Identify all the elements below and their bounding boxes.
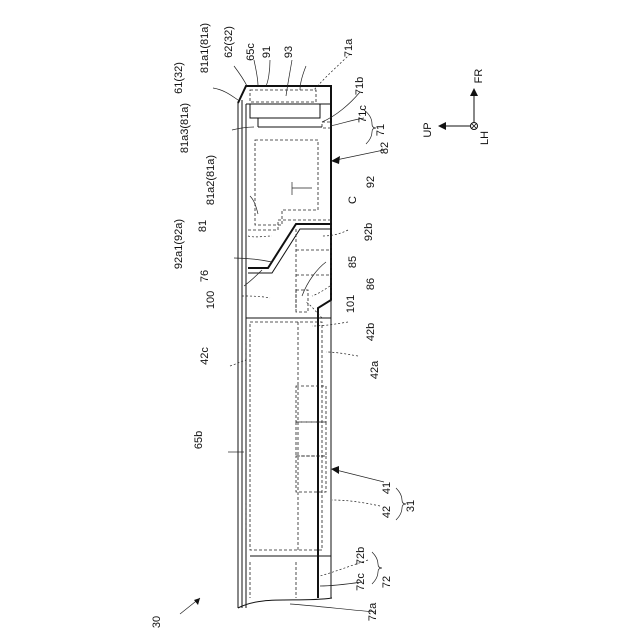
label-81: 81	[197, 220, 209, 232]
axis-label-fr: FR	[473, 69, 485, 84]
label-62-32: 62(32)	[223, 26, 235, 58]
label-92: 92	[365, 176, 377, 188]
label-82: 82	[379, 142, 391, 154]
label-91: 91	[261, 46, 273, 58]
label-81a2: 81a2(81a)	[205, 155, 217, 205]
label-86: 86	[365, 278, 377, 290]
label-30: 30	[151, 616, 163, 628]
reference-labels: 30 61(32) 81a3(81a) 81a1(81a) 62(32) 65c…	[151, 23, 417, 628]
label-61-32: 61(32)	[173, 62, 185, 94]
label-81a1: 81a1(81a)	[199, 23, 211, 73]
label-72b: 72b	[355, 547, 367, 565]
pointer-arrows	[180, 150, 384, 614]
label-71b: 71b	[354, 77, 366, 95]
label-42b: 42b	[365, 323, 377, 341]
label-100: 100	[205, 291, 217, 309]
axis-label-lh: LH	[479, 131, 491, 145]
label-85: 85	[347, 256, 359, 268]
label-72a: 72a	[367, 602, 379, 621]
upper-structures	[248, 90, 331, 312]
label-92b: 92b	[363, 223, 375, 241]
label-42: 42	[381, 506, 393, 518]
label-65b: 65b	[193, 431, 205, 449]
label-41: 41	[381, 482, 393, 494]
label-31: 31	[405, 500, 417, 512]
label-71: 71	[375, 124, 387, 136]
label-65c: 65c	[245, 43, 257, 61]
label-71c: 71c	[357, 105, 369, 123]
label-72c: 72c	[355, 573, 367, 591]
label-101: 101	[345, 295, 357, 313]
label-81a3: 81a3(81a)	[179, 103, 191, 153]
axis-label-up: UP	[422, 122, 434, 137]
label-76: 76	[199, 270, 211, 282]
label-42c: 42c	[199, 347, 211, 365]
label-71a: 71a	[343, 38, 355, 57]
label-c: C	[347, 196, 359, 204]
label-92a1: 92a1(92a)	[173, 219, 185, 269]
label-72: 72	[381, 576, 393, 588]
axis-indicator: UP FR LH	[422, 69, 491, 145]
label-42a: 42a	[369, 360, 381, 379]
label-93: 93	[283, 46, 295, 58]
